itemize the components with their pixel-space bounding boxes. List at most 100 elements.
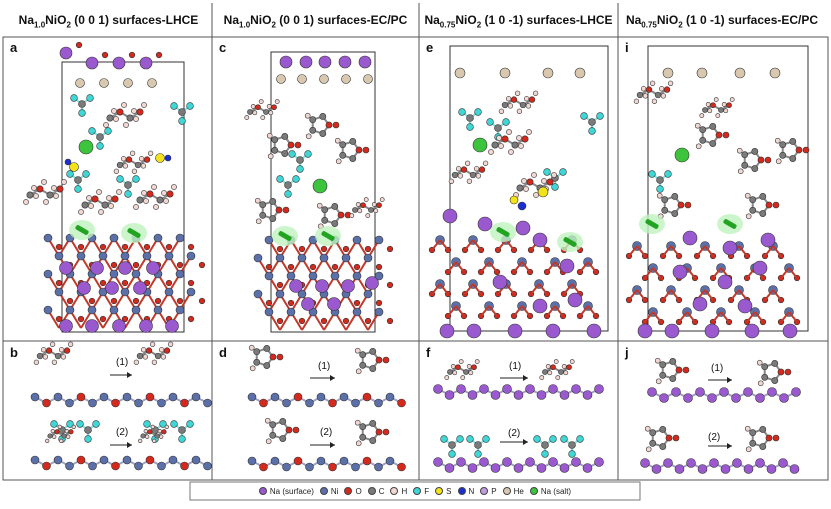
bond: [738, 245, 748, 257]
na-chain-atom: [789, 464, 800, 474]
molecule-h: [171, 184, 177, 190]
molecule-atom: [156, 196, 164, 204]
molecule-h: [482, 160, 489, 166]
molecule-atom: [116, 161, 124, 169]
molecule-h: [523, 186, 529, 192]
ni-chain-atom: [374, 462, 383, 472]
o-atom: [276, 281, 284, 289]
bond: [488, 261, 498, 273]
na-chain-atom: [444, 390, 455, 400]
molecule-h: [274, 99, 280, 104]
o-atom: [342, 245, 350, 253]
bond: [521, 305, 531, 317]
ring-atom: [349, 155, 357, 162]
f-atom: [568, 450, 576, 458]
f-atom: [92, 420, 100, 428]
na-surface-atom: [327, 297, 341, 311]
na-surface-atom: [752, 260, 768, 276]
ni-chain-atom: [203, 398, 212, 408]
ni-chain-atom: [111, 398, 120, 408]
ni-atom: [164, 287, 174, 297]
na-chain-atom: [743, 387, 753, 397]
f-atom: [466, 435, 474, 443]
molecule-atom: [663, 86, 671, 93]
ring-h: [774, 137, 781, 144]
na-chain-atom: [582, 463, 593, 473]
na-chain-atom: [433, 457, 443, 467]
molecule-atom: [463, 369, 469, 375]
legend-label: F: [424, 486, 430, 496]
he-atom: [123, 78, 133, 88]
ring-atom: [309, 116, 317, 124]
he-atom: [574, 67, 586, 79]
bond: [455, 305, 465, 317]
molecule-atom: [654, 91, 662, 99]
molecule-h: [120, 156, 127, 162]
ring-atom: [759, 426, 767, 433]
ring-atom: [749, 429, 757, 437]
o-atom: [154, 297, 162, 305]
molecule-atom: [143, 156, 151, 163]
fluoro-c: [284, 181, 292, 189]
he-atom: [542, 67, 554, 79]
na-surface-atom: [492, 274, 508, 290]
ring-atom: [253, 348, 261, 356]
ni-chain-atom: [191, 392, 201, 402]
o-atom: [88, 297, 96, 305]
ring-h: [305, 133, 312, 140]
molecule-atom: [528, 96, 536, 103]
ni-atom: [54, 287, 64, 297]
ni-atom: [43, 233, 53, 243]
na-surface-atom: [737, 298, 753, 314]
na-chain-atom: [502, 384, 512, 394]
panel-label-c: c: [219, 40, 227, 55]
bond: [439, 239, 449, 251]
na-surface-atom: [567, 292, 583, 308]
molecule-h: [642, 93, 649, 99]
ni-chain-atom: [339, 392, 349, 402]
molecule-h: [250, 104, 256, 109]
ni-chain-atom: [168, 455, 178, 465]
ring-atom: [309, 126, 317, 134]
carbonyl-o: [684, 201, 692, 209]
ring-atom: [269, 431, 277, 439]
ring-h: [355, 440, 362, 447]
header-2-text: Na1.0NiO2 (0 0 1) surfaces-EC/PC: [223, 12, 408, 30]
bond: [571, 283, 581, 295]
atom-ball-icon: [258, 487, 267, 495]
f-atom: [448, 450, 456, 458]
o-atom: [75, 41, 83, 49]
bond: [439, 283, 449, 295]
o-atom: [187, 243, 195, 251]
o-atom: [101, 51, 109, 59]
molecule-atom: [263, 109, 269, 115]
ni-chain-atom: [339, 456, 349, 466]
na-surface-atom: [532, 298, 548, 314]
ni-atom: [43, 305, 53, 315]
bond: [686, 311, 696, 323]
ni-atom: [264, 271, 274, 281]
molecule-atom: [718, 107, 724, 113]
simulation-cell-e: [449, 45, 609, 332]
legend-label: S: [446, 486, 452, 496]
f-atom: [440, 435, 448, 443]
na-chain-atom: [456, 384, 466, 394]
ni-chain-atom: [99, 455, 109, 465]
fluoro-c: [588, 118, 596, 126]
ni-chain-atom: [145, 455, 155, 465]
he-atom: [276, 74, 286, 84]
bond: [772, 289, 782, 301]
na-salt-marker: [723, 219, 737, 229]
ring-atom: [649, 439, 657, 447]
molecule-h: [705, 102, 711, 107]
legend-label: P: [491, 486, 497, 496]
ring-atom: [359, 433, 367, 441]
molecule-h: [140, 347, 147, 353]
carbonyl-o: [282, 206, 290, 214]
na-surface-atom: [299, 55, 313, 69]
bond: [587, 261, 597, 273]
bond: [464, 283, 474, 295]
s-atom: [509, 195, 519, 205]
ring-atom: [359, 423, 367, 431]
